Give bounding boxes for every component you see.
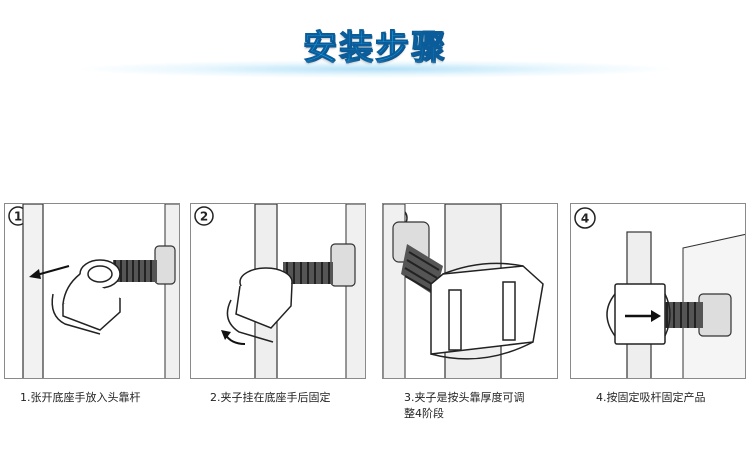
spring-arm — [113, 260, 157, 282]
arrow-left — [29, 265, 70, 279]
suction-base — [698, 293, 732, 337]
suction-base — [330, 243, 356, 287]
clamp-hooked — [226, 267, 293, 343]
clamp-fixed — [606, 283, 671, 345]
step-2-badge — [194, 206, 214, 226]
title-glow — [80, 60, 670, 78]
seat-back — [164, 204, 179, 378]
step-2-illustration: 2 — [190, 203, 366, 379]
step-3-illustration: 3 — [382, 203, 558, 379]
step-4-illustration: 4 — [570, 203, 746, 379]
clamp-adjusted — [430, 262, 544, 360]
step-1-illustration: 1 — [4, 203, 180, 379]
step-3-caption-line-2: 整4阶段 — [404, 407, 444, 420]
step-1-drawing: 1 — [8, 204, 179, 378]
step-1-number: 1 — [14, 210, 22, 224]
step-3-caption: 3.夹子是按头靠厚度可调 整4阶段 — [404, 390, 525, 422]
step-1-caption: 1.张开底座手放入头靠杆 — [20, 391, 141, 404]
pole — [22, 204, 44, 378]
step-2-caption: 2.夹子挂在底座手后固定 — [210, 391, 331, 404]
seat-back — [345, 204, 365, 378]
arrow-right — [625, 310, 661, 322]
step-2-number: 2 — [200, 210, 208, 224]
step-2-drawing: 2 — [194, 204, 365, 378]
header: 安装步骤 — [0, 0, 750, 90]
step-4-drawing: 4 — [574, 207, 745, 378]
arrow-rotate — [221, 330, 246, 345]
suction-base — [154, 245, 176, 285]
step-3-drawing: 3 — [383, 204, 544, 378]
open-clamp — [51, 259, 121, 335]
step-4-badge — [574, 207, 596, 229]
step-4-number: 4 — [581, 212, 589, 226]
step-4-caption: 4.按固定吸杆固定产品 — [596, 391, 706, 404]
step-3-caption-line-1: 3.夹子是按头靠厚度可调 — [404, 391, 525, 404]
